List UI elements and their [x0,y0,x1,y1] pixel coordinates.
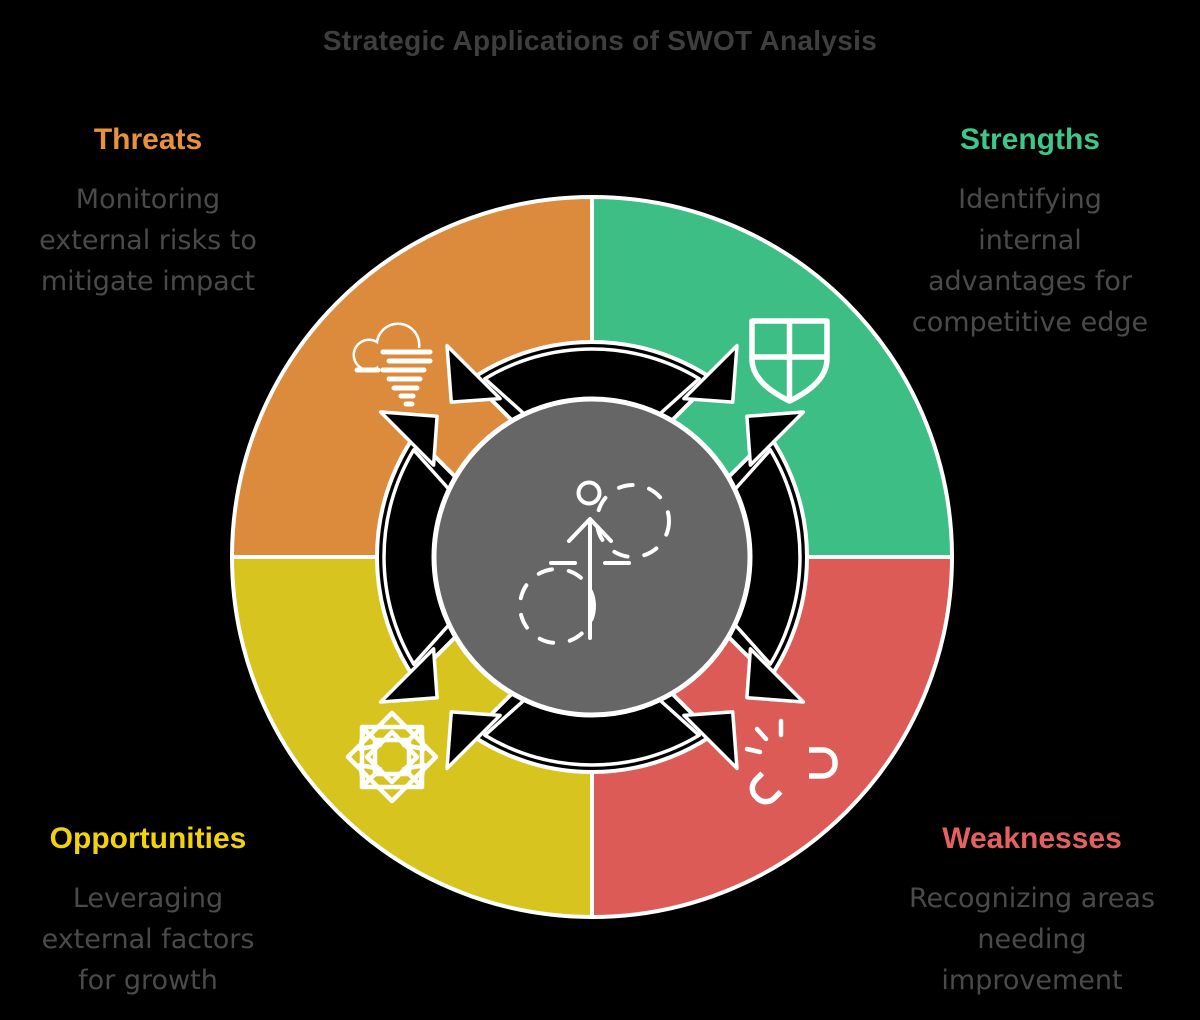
page-title: Strategic Applications of SWOT Analysis [322,25,878,56]
strengths-description: Identifying internal advantages for comp… [880,179,1180,343]
opportunities-section: Opportunities Leveraging external factor… [0,821,298,1001]
storm-cloud-icon [352,322,433,407]
broken-link-icon [744,718,838,805]
chevron-notch [745,410,806,467]
text-line: needing [977,924,1087,955]
text-line: competitive edge [911,307,1149,338]
threats-label: Threats [93,123,203,156]
strengths-section: Strengths Identifying internal advantage… [880,122,1180,343]
text-line: improvement [941,965,1123,996]
weaknesses-label: Weaknesses [942,822,1122,855]
chevron-notch [745,647,806,704]
geometric-star-icon [345,710,439,804]
text-line: advantages for [928,266,1132,297]
text-line: for growth [78,965,218,996]
threats-description: Monitoring external risks to mitigate im… [0,179,298,302]
text-line: external risks to [39,225,257,256]
threats-section: Threats Monitoring external risks to mit… [0,122,298,302]
strengths-label: Strengths [959,123,1100,156]
text-line: Identifying [958,184,1102,215]
chevron-notch [445,710,502,771]
text-line: Recognizing areas [908,883,1156,914]
chevron-notch [682,343,739,404]
chevron-notch [378,410,439,467]
chevron-notch [445,343,502,404]
text-line: mitigate impact [40,266,256,297]
text-line: external factors [41,924,255,955]
text-line: internal [978,225,1082,256]
weaknesses-description: Recognizing areas needing improvement [882,878,1182,1001]
shield-cross-icon [749,318,830,404]
chevron-notch [378,647,439,704]
text-line: Leveraging [72,883,224,914]
chevron-notch [682,710,739,771]
text-line: Monitoring [75,184,221,215]
weaknesses-section: Weaknesses Recognizing areas needing imp… [882,821,1182,1001]
growth-arrow-icon [518,480,671,645]
opportunities-label: Opportunities [49,822,247,855]
opportunities-description: Leveraging external factors for growth [0,878,298,1001]
